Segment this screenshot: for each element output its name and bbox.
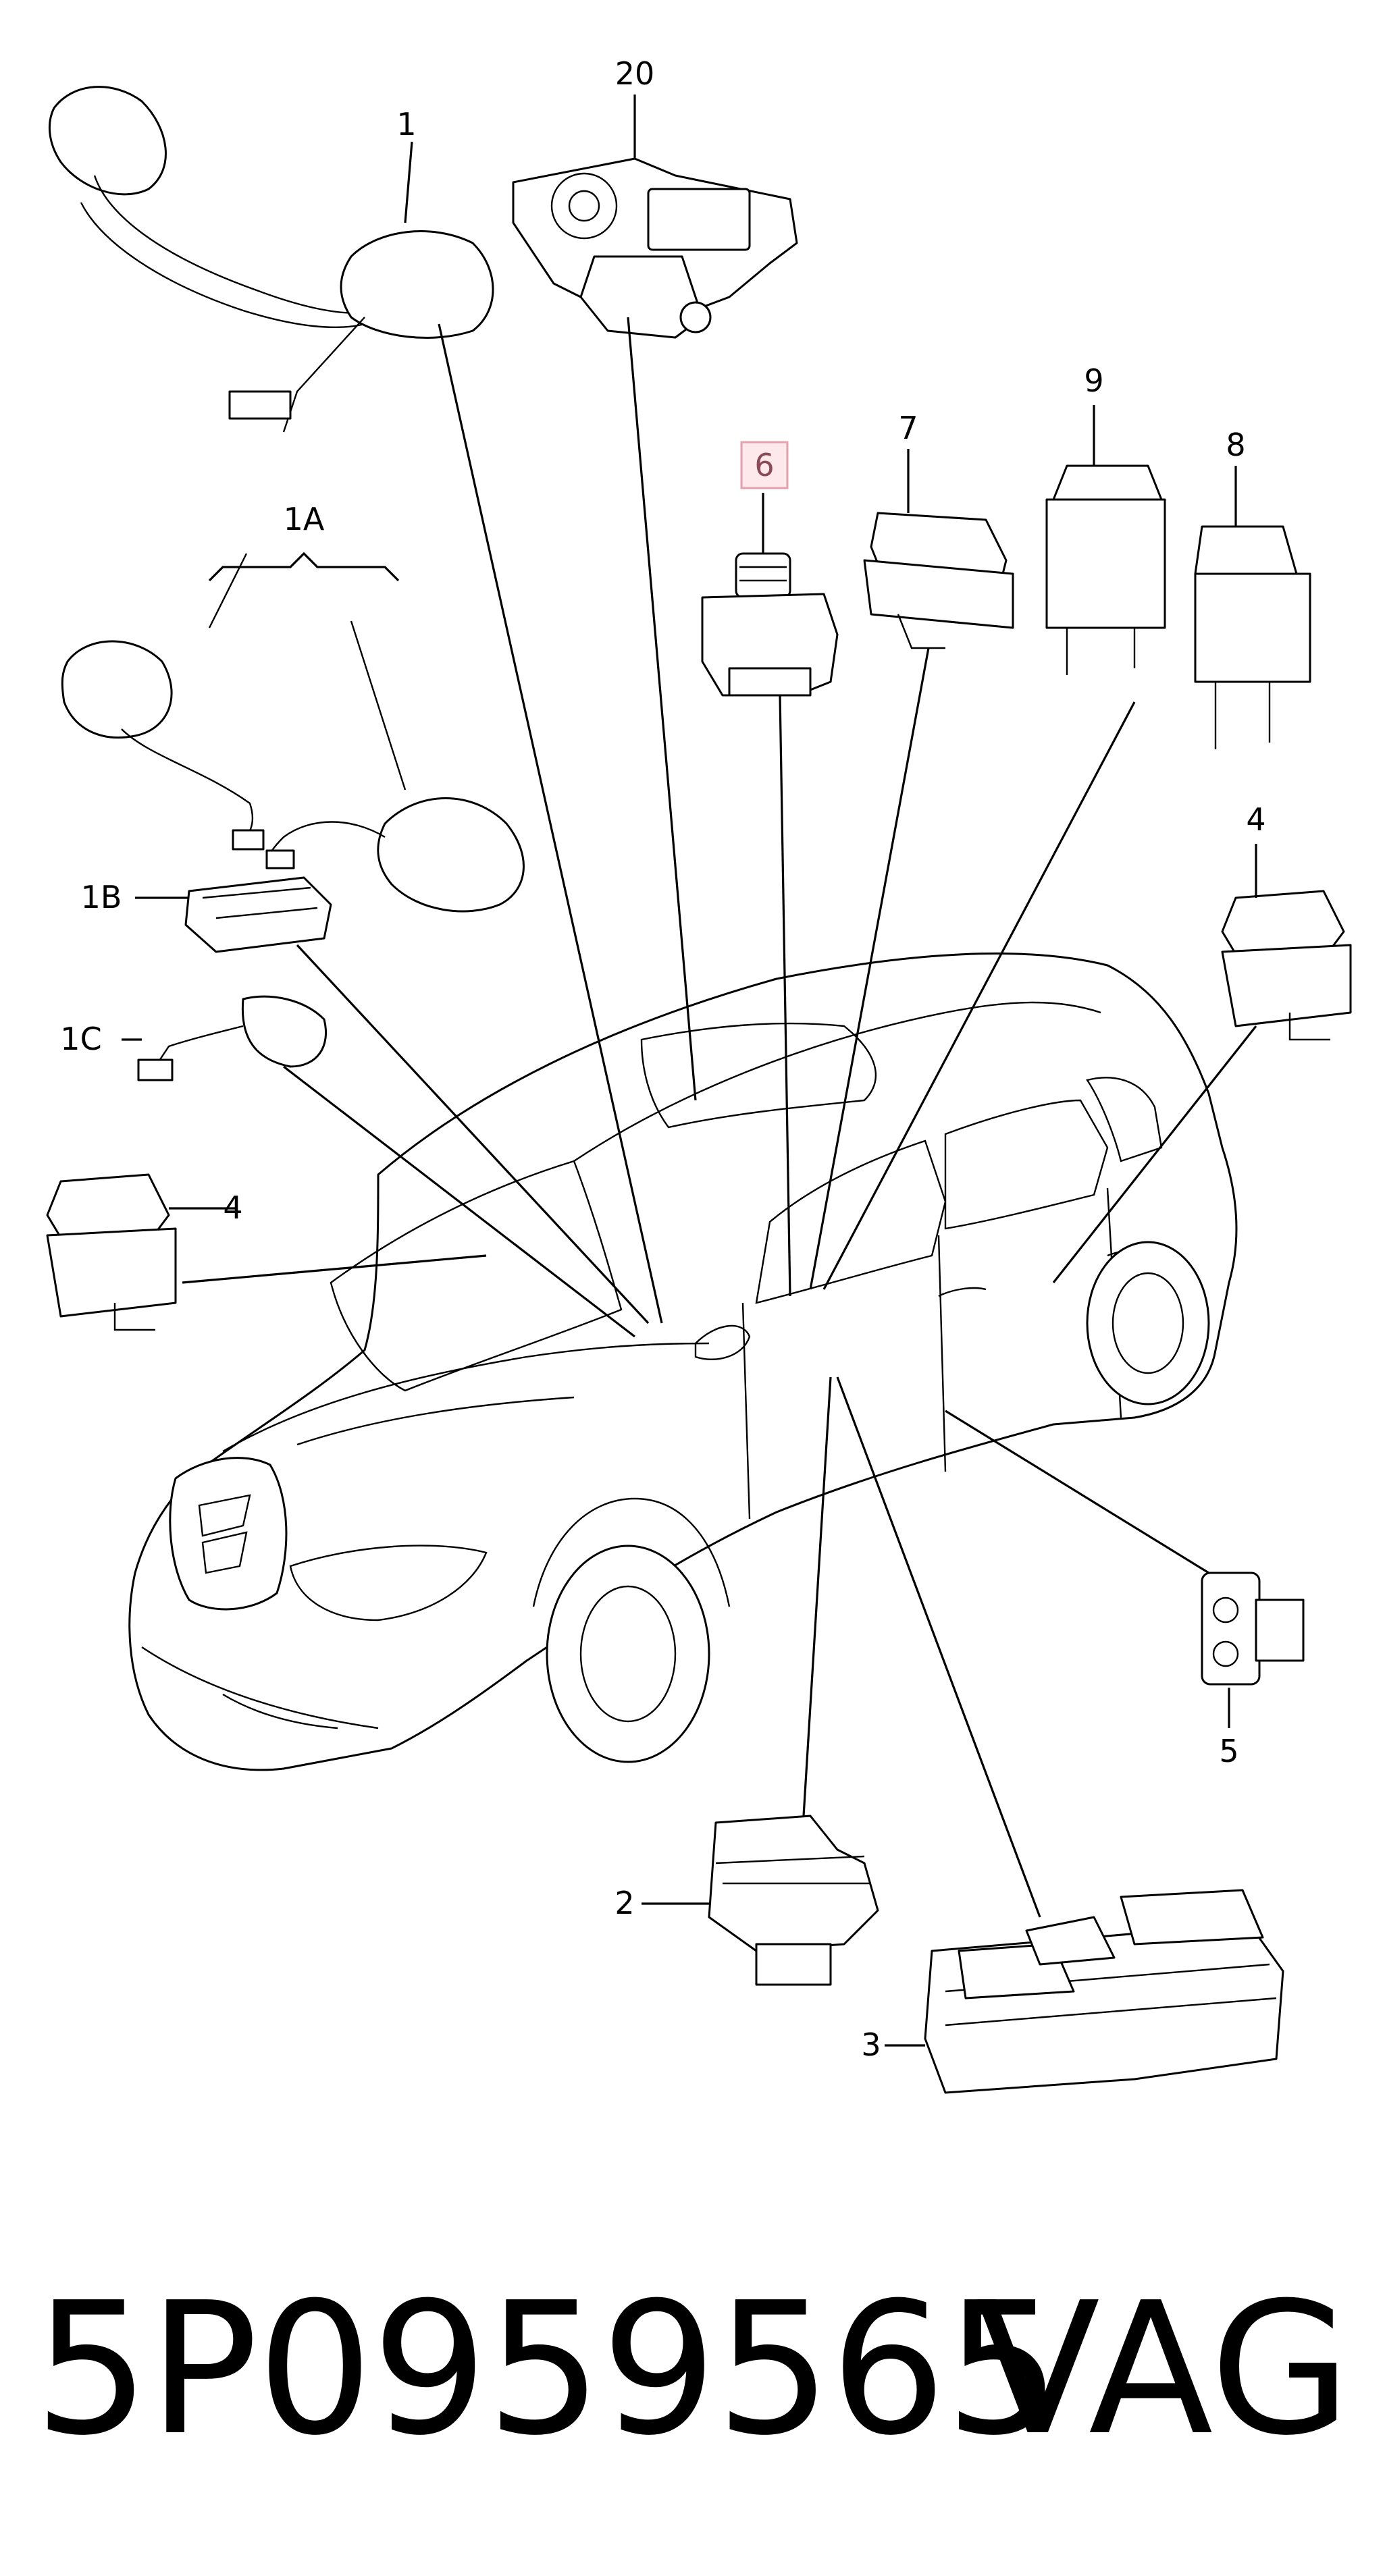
part-7-switch xyxy=(863,512,1014,649)
leader-lines xyxy=(122,95,1257,2047)
part-4-window-switch-left xyxy=(46,1173,177,1331)
part-2-window-switch xyxy=(708,1815,879,1986)
brand-label: VAG xyxy=(975,2263,1351,2475)
part-1B-control-unit xyxy=(184,876,332,953)
callout-1C[interactable]: 1C xyxy=(60,1021,101,1057)
callout-1[interactable]: 1 xyxy=(396,106,416,142)
callout-2[interactable]: 2 xyxy=(615,1885,634,1921)
callout-20[interactable]: 20 xyxy=(615,55,655,92)
callout-3[interactable]: 3 xyxy=(861,2027,881,2063)
part-5-door-switch xyxy=(1201,1572,1305,1686)
part-1-steering-module xyxy=(48,86,494,433)
part-4-window-switch-right xyxy=(1221,890,1352,1041)
part-20-window-motor xyxy=(512,157,798,339)
callout-4-left[interactable]: 4 xyxy=(223,1189,242,1226)
callout-1A[interactable]: 1A xyxy=(284,501,325,537)
part-3-driver-switch-block xyxy=(924,1889,1284,2094)
part-9-switch xyxy=(1045,464,1166,675)
callout-7[interactable]: 7 xyxy=(898,410,918,446)
footer: 5P0959565 VAG xyxy=(0,2268,1385,2471)
callout-labels: 1 20 6 7 9 8 1A 1B 1C 4 4 5 2 3 xyxy=(60,55,1265,2063)
callout-6-highlight-box xyxy=(740,441,789,489)
part-1A-steering-switches xyxy=(61,553,525,913)
callout-6[interactable]: 6 xyxy=(754,447,774,483)
callout-8[interactable]: 8 xyxy=(1226,427,1245,463)
callout-4-right[interactable]: 4 xyxy=(1246,801,1265,838)
part-number: 5P0959565 xyxy=(34,2263,1061,2475)
part-6-mirror-switch xyxy=(701,552,839,697)
part-1C-sensor xyxy=(137,995,328,1081)
callout-9[interactable]: 9 xyxy=(1084,363,1103,399)
part-8-switch xyxy=(1194,525,1311,749)
callout-5[interactable]: 5 xyxy=(1219,1733,1238,1769)
car-illustration xyxy=(128,952,1238,1771)
parts-diagram: 1 20 6 7 9 8 1A 1B 1C 4 4 5 2 3 xyxy=(46,55,1352,2094)
callout-1B[interactable]: 1B xyxy=(81,879,122,915)
